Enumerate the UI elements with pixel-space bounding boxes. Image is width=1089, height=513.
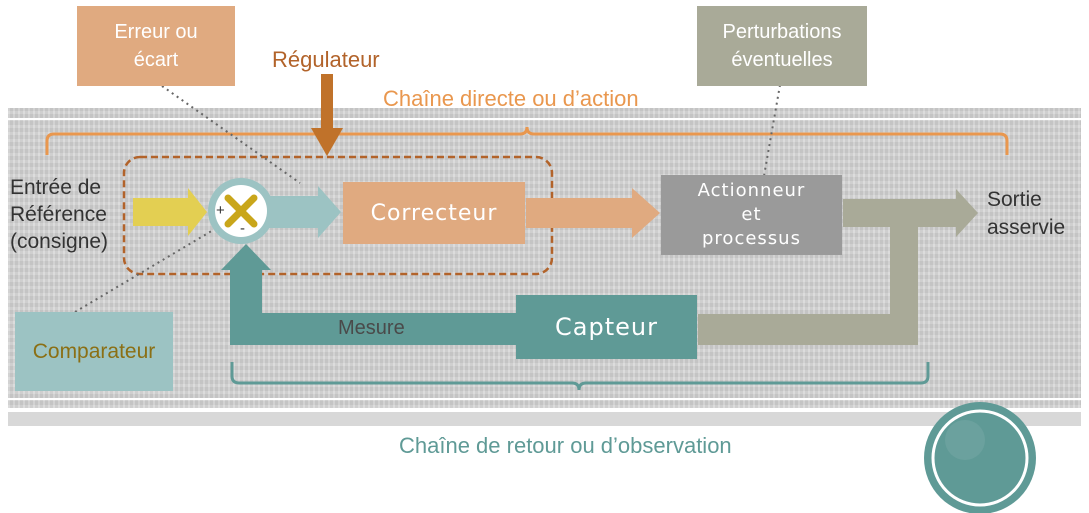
logo-texture: [945, 420, 985, 460]
command-arrow: [526, 188, 660, 238]
erreur-leader-line: [161, 85, 301, 184]
perturbations-leader-line: [763, 84, 781, 177]
sortie-asservie-label: Sortie asservie: [987, 188, 1066, 239]
measure-arrow-head: [221, 244, 271, 270]
direct-chain-brace: [45, 126, 1009, 155]
feedback-chain-brace: [230, 362, 930, 391]
perturbations-box: Perturbations éventuelles: [697, 6, 867, 86]
band-bottom-line: [8, 398, 1081, 400]
chaine-directe-label: Chaîne directe ou d’action: [383, 86, 639, 111]
erreur-ecart-box: Erreur ou écart: [77, 6, 235, 86]
measure-path-vertical: [230, 268, 262, 345]
capteur-box: Capteur: [516, 295, 697, 359]
entree-reference-label: Entrée de Référence (consigne): [10, 176, 109, 253]
error-arrow: [268, 186, 341, 238]
correcteur-box: Correcteur: [343, 182, 525, 244]
band-top-line: [8, 118, 1081, 120]
comparateur-box: Comparateur: [15, 312, 173, 391]
regulateur-label: Régulateur: [272, 47, 380, 72]
chaine-retour-label: Chaîne de retour ou d’observation: [399, 433, 732, 458]
comparator-plus-sign: +: [216, 202, 225, 219]
comparator-minus-sign: -: [240, 220, 245, 237]
logo-ring: [931, 409, 1029, 507]
logo-outer-circle: [924, 402, 1036, 513]
output-arrow: [843, 189, 978, 237]
comparator-cross-b: [224, 194, 258, 228]
comparateur-leader-line: [74, 225, 221, 313]
measure-path-horizontal: [230, 313, 520, 345]
background-band-lower: [8, 412, 1081, 426]
regulateur-arrow-head: [311, 128, 343, 156]
regulateur-arrow-shaft: [321, 74, 333, 130]
feedback-branch-horizontal: [698, 314, 918, 345]
actionneur-processus-box: Actionneur et processus: [661, 175, 842, 255]
mesure-label: Mesure: [338, 317, 405, 339]
input-arrow: [133, 188, 207, 236]
